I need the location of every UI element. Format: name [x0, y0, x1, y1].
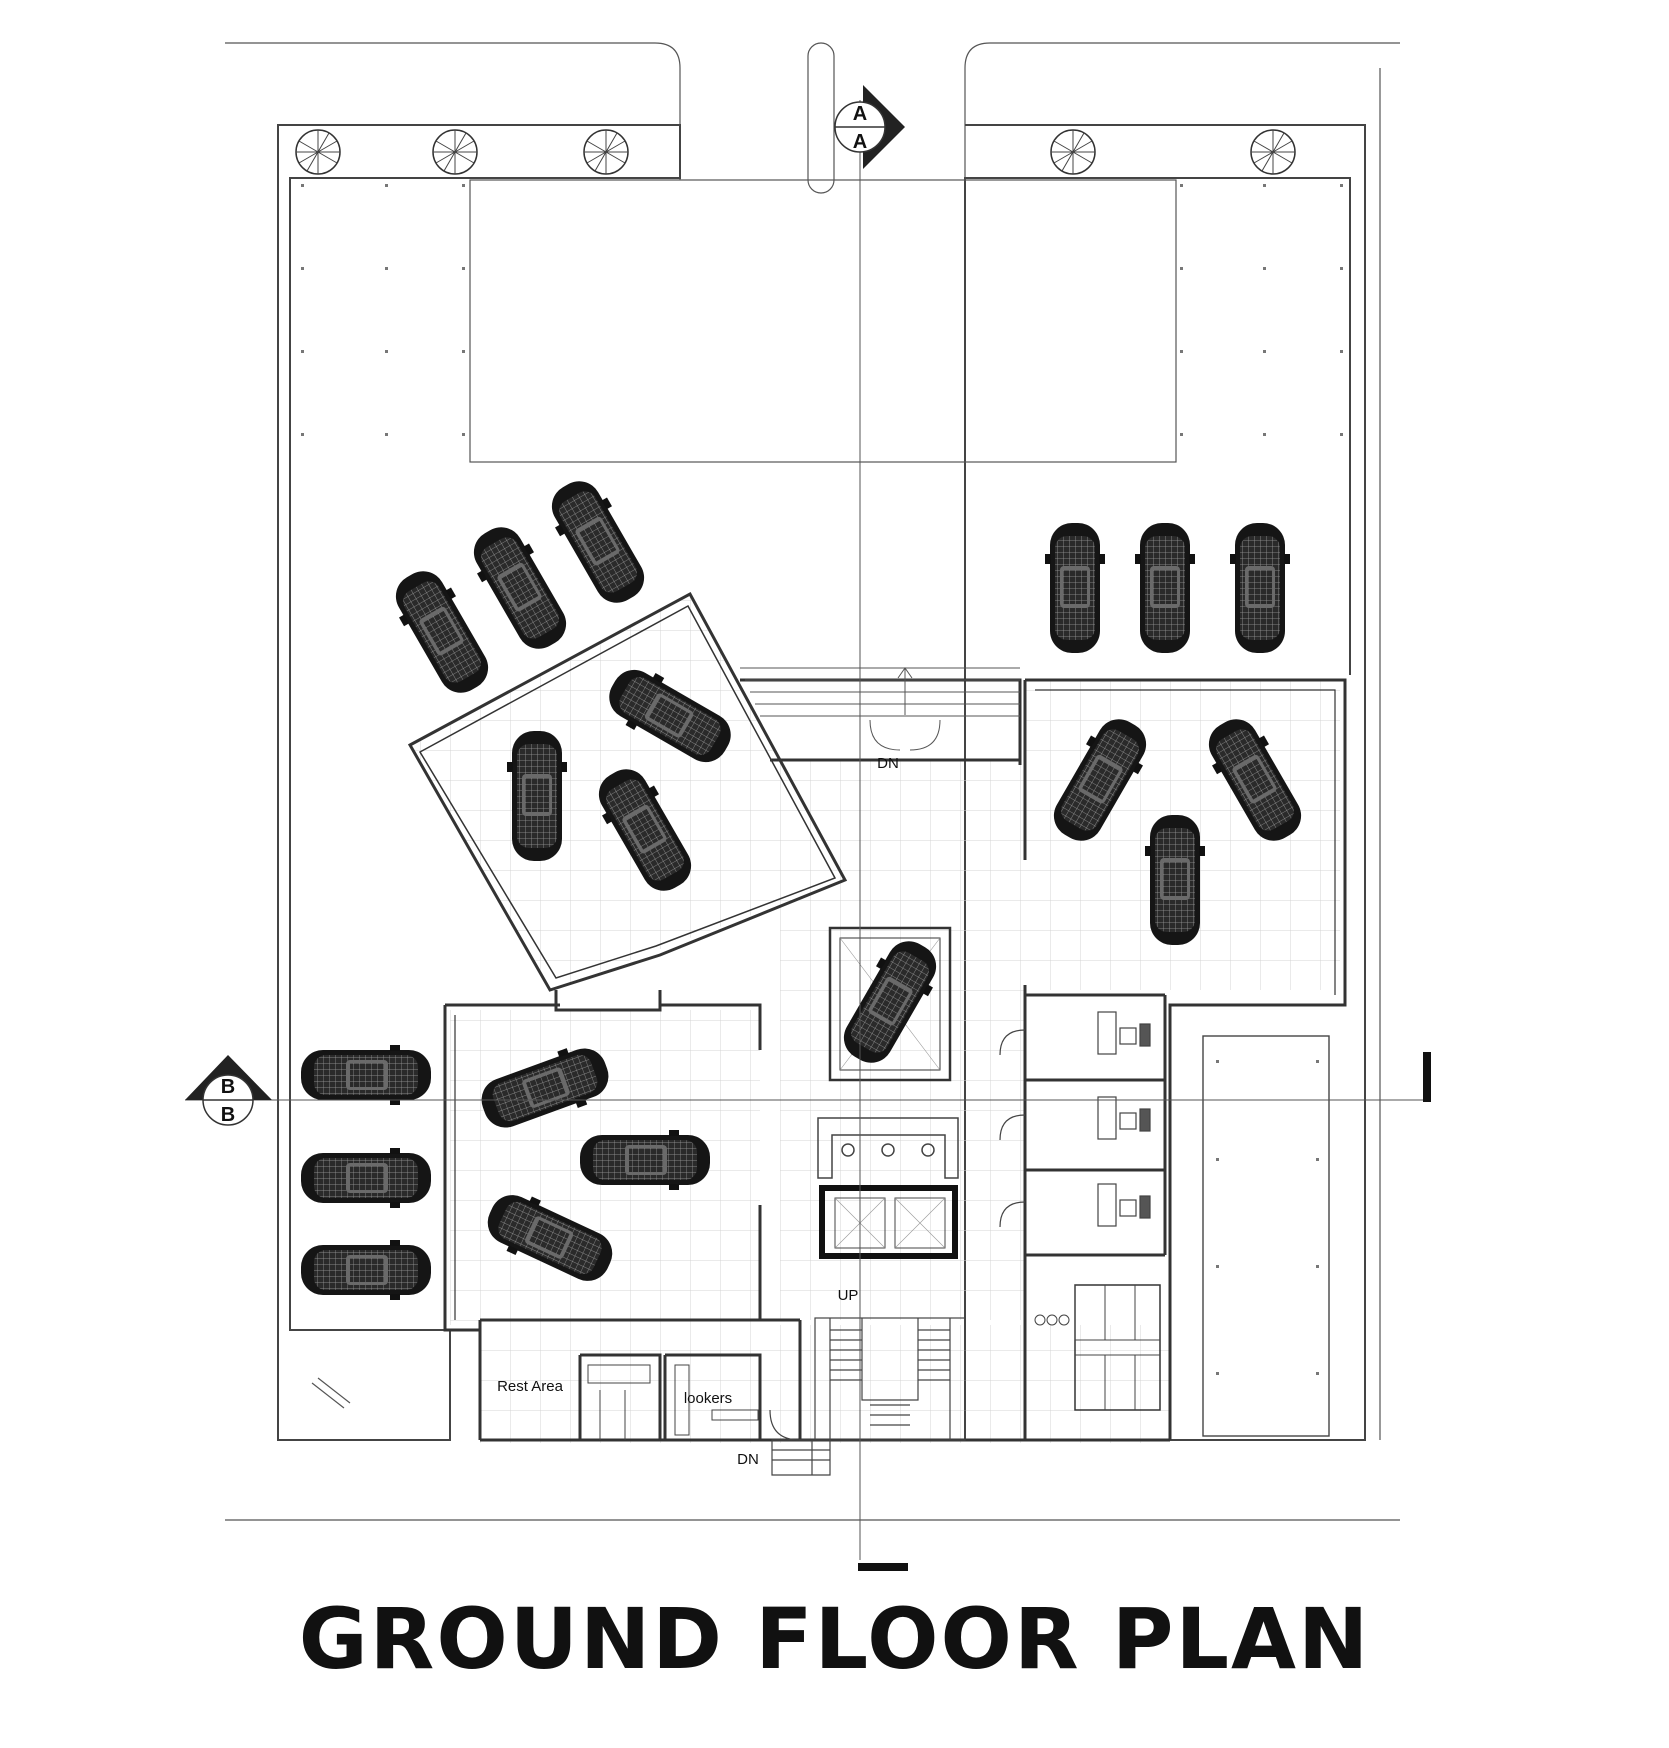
- reception-desk: [817, 1117, 959, 1179]
- car: [383, 560, 501, 704]
- section-a-top-label: A: [853, 103, 867, 125]
- plan-title: GROUND FLOOR PLAN: [298, 1590, 1371, 1688]
- office-desks: [999, 1011, 1151, 1228]
- car: [301, 1148, 431, 1208]
- entrance-steps: [740, 667, 1020, 751]
- section-line-a: [834, 85, 908, 1571]
- main-staircase: [814, 1317, 966, 1441]
- section-a-bottom-label: A: [853, 131, 867, 153]
- up-label: UP: [838, 1287, 859, 1304]
- car: [1135, 523, 1195, 653]
- tree-row: [295, 129, 1296, 175]
- parking-bay: [1202, 1035, 1330, 1437]
- entry-plaza: [469, 179, 1177, 463]
- parking-markers: [1216, 1060, 1319, 1375]
- car: [580, 1130, 710, 1190]
- car: [301, 1240, 431, 1300]
- section-line-b: [185, 1052, 1431, 1126]
- lockers-label: lookers: [684, 1390, 732, 1407]
- car: [301, 1045, 431, 1105]
- car: [461, 516, 579, 660]
- rest-area-label: Rest Area: [497, 1378, 564, 1395]
- bench-marker: [311, 1377, 351, 1409]
- car: [1145, 815, 1205, 945]
- car: [539, 470, 657, 614]
- street-lines: [225, 42, 1400, 1521]
- site-markers: [301, 184, 1343, 436]
- dn-label-top: DN: [877, 755, 899, 772]
- car: [1230, 523, 1290, 653]
- car: [507, 731, 567, 861]
- section-b-bottom-label: B: [221, 1104, 235, 1126]
- restroom-fixtures: [587, 1285, 1160, 1440]
- car: [1045, 523, 1105, 653]
- exit-steps: [769, 1409, 831, 1476]
- section-b-top-label: B: [221, 1076, 235, 1098]
- dn-label-bottom: DN: [737, 1451, 759, 1468]
